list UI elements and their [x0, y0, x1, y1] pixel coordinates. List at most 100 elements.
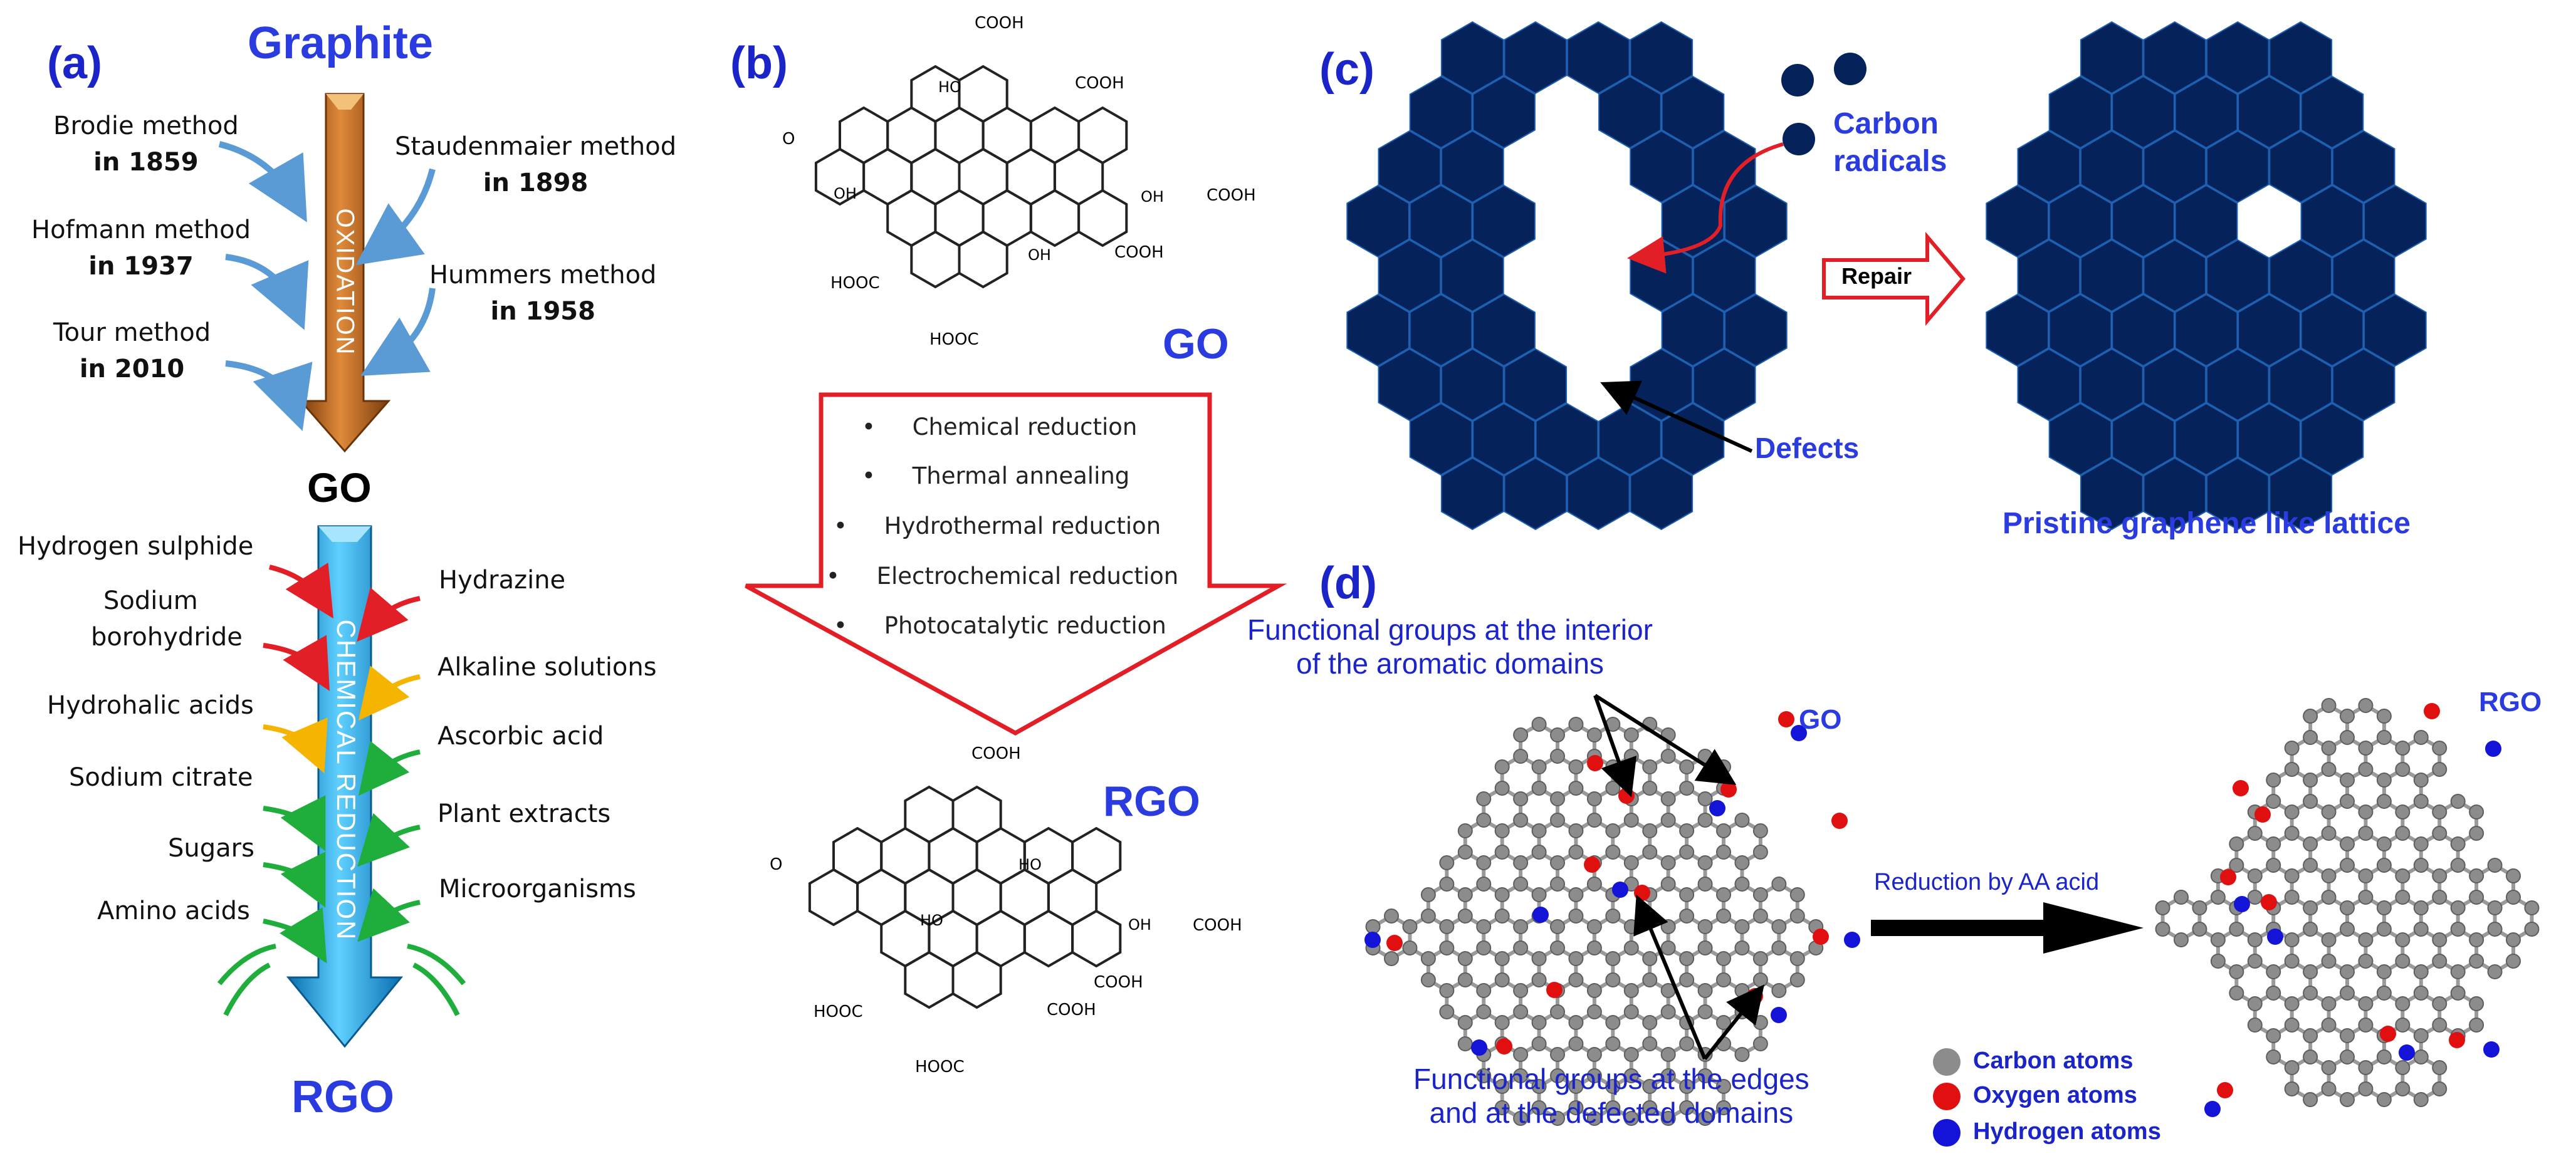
reduction-list-item-thermal: • Thermal annealing	[862, 462, 1130, 489]
oxidation-text: OXIDATION	[331, 208, 359, 356]
carbon-atom	[2450, 900, 2466, 915]
carbon-atom	[2266, 1049, 2281, 1064]
hydrogen-atom	[1471, 1039, 1487, 1056]
lattice-hexagon	[2269, 348, 2333, 422]
carbon-atom	[2376, 730, 2392, 745]
legend-carbon: Carbon atoms	[1973, 1048, 2134, 1074]
carbon-atom	[2192, 900, 2207, 915]
lattice-hexagon	[2300, 75, 2364, 149]
lattice-hexagon	[1504, 21, 1568, 95]
carbon-atom	[1642, 759, 1658, 774]
carbon-atom	[2450, 836, 2466, 851]
carbon-atom	[1697, 877, 1713, 892]
carbon-atom	[2303, 900, 2318, 915]
carbon-atom	[2395, 890, 2411, 905]
carbon-atom	[2450, 858, 2466, 873]
radical-arrow	[1627, 142, 1784, 274]
go-o-left: O	[782, 130, 795, 148]
carbon-atom	[1531, 972, 1547, 987]
carbon-atom	[1476, 983, 1492, 998]
carbon-atom	[1679, 1079, 1695, 1094]
carbon-atom	[2247, 996, 2263, 1011]
carbon-atom	[1623, 1047, 1639, 1062]
carbon-atom	[2321, 932, 2337, 947]
carbon-atom	[1476, 813, 1492, 828]
carbon-atom	[1513, 727, 1529, 742]
carbon-atom	[1660, 1004, 1676, 1019]
carbon-atom	[1531, 781, 1547, 796]
lattice-hexagon	[2143, 239, 2207, 313]
carbon-atom	[1623, 727, 1639, 742]
carbon-atom	[1660, 1111, 1676, 1126]
carbon-atom	[1439, 919, 1455, 934]
oxygen-atom	[2217, 1082, 2233, 1098]
carbon-atom	[2376, 964, 2392, 979]
lattice-hexagon	[2174, 293, 2238, 367]
lattice-hexagon	[1566, 21, 1630, 95]
oxygen-atom	[2449, 1032, 2465, 1048]
carbon-atom	[1513, 1068, 1529, 1083]
carbon-atom	[1494, 908, 1510, 924]
carbon-atom	[2303, 986, 2318, 1001]
carbon-atom	[2229, 922, 2244, 937]
lattice-hexagon	[1472, 293, 1536, 367]
carbon-atom	[1402, 940, 1418, 955]
hydrogen-atom	[2234, 896, 2250, 912]
carbon-atom	[1494, 887, 1510, 902]
carbon-atom	[2376, 773, 2392, 788]
lattice-hexagon	[2112, 184, 2175, 258]
carbon-atom	[1439, 1004, 1455, 1019]
carbon-atom	[2174, 932, 2189, 947]
carbon-atom	[2506, 932, 2521, 947]
carbon-atom	[1679, 951, 1695, 966]
carbon-atom	[1568, 845, 1584, 860]
carbon-atom	[2229, 986, 2244, 1001]
carbon-atom	[2376, 1092, 2392, 1107]
lattice-hexagon	[2080, 21, 2144, 95]
carbon-atom	[1439, 855, 1455, 870]
carbon-atom	[1642, 972, 1658, 987]
carbon-atom	[1476, 791, 1492, 806]
benzene-ring	[958, 230, 1008, 289]
rgo-label-b: RGO	[1103, 778, 1200, 825]
carbon-atom	[1494, 1015, 1510, 1030]
carbon-atom	[2247, 868, 2263, 883]
benzene-ring	[951, 950, 1002, 1009]
carbon-atom	[1586, 727, 1602, 742]
carbon-atom	[1494, 781, 1510, 796]
carbon-atom	[2450, 794, 2466, 809]
reduction-aa-label: Reduction by AA acid	[1874, 869, 2100, 895]
carbon-atom	[2358, 1060, 2374, 1075]
carbon-atom	[1457, 908, 1473, 924]
agent-alkaline-solutions: Alkaline solutions	[437, 653, 657, 682]
lattice-hexagon	[1440, 239, 1504, 313]
carbon-atom	[2303, 836, 2318, 851]
hydrogen-atom	[2399, 1044, 2415, 1061]
carbon-atom	[2284, 1060, 2300, 1075]
lattice-hexagon	[1378, 348, 1442, 422]
lattice-hexagon	[2332, 239, 2395, 313]
carbon-atom	[1476, 855, 1492, 870]
lattice-hexagon	[1378, 130, 1442, 204]
lattice-hexagon	[1346, 184, 1410, 258]
lattice-hexagon	[1440, 130, 1504, 204]
carbon-atom	[1420, 972, 1436, 987]
lattice-hexagon	[1661, 402, 1725, 476]
defects-label: Defects	[1755, 432, 1860, 464]
rgo-atomic-model	[2155, 698, 2540, 1117]
carbon-atom	[1789, 887, 1805, 902]
carbon-atom	[2321, 762, 2337, 777]
go-oh-2: OH	[834, 185, 857, 202]
pristine-label: Pristine graphene like lattice	[2003, 507, 2411, 540]
carbon-atom	[1660, 855, 1676, 870]
carbon-atom	[1420, 951, 1436, 966]
carbon-atom	[1513, 983, 1529, 998]
carbon-atom	[1586, 1111, 1602, 1126]
lattice-hexagon	[1598, 75, 1662, 149]
carbon-atom	[1402, 919, 1418, 934]
lattice-hexagon	[2269, 457, 2333, 531]
carbon-atom	[1550, 919, 1566, 934]
carbon-atom	[2432, 1081, 2448, 1096]
